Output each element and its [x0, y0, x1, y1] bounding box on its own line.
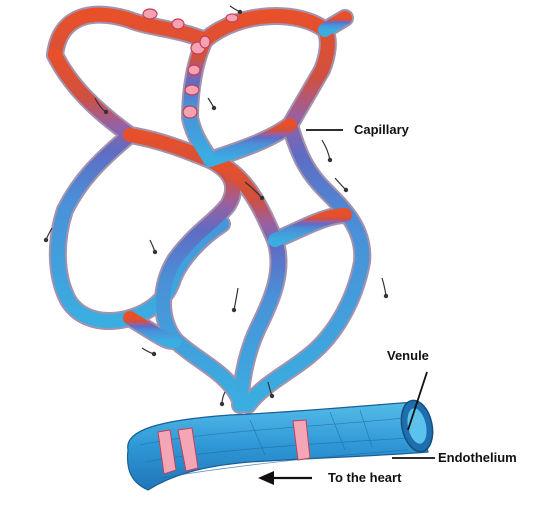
capillary-label: Capillary [354, 122, 409, 137]
to-heart-label: To the heart [328, 470, 401, 485]
capillary-network [55, 15, 362, 405]
to-heart-arrow [258, 471, 312, 485]
endothelium-label: Endothelium [438, 450, 517, 465]
venule-label: Venule [387, 348, 429, 363]
